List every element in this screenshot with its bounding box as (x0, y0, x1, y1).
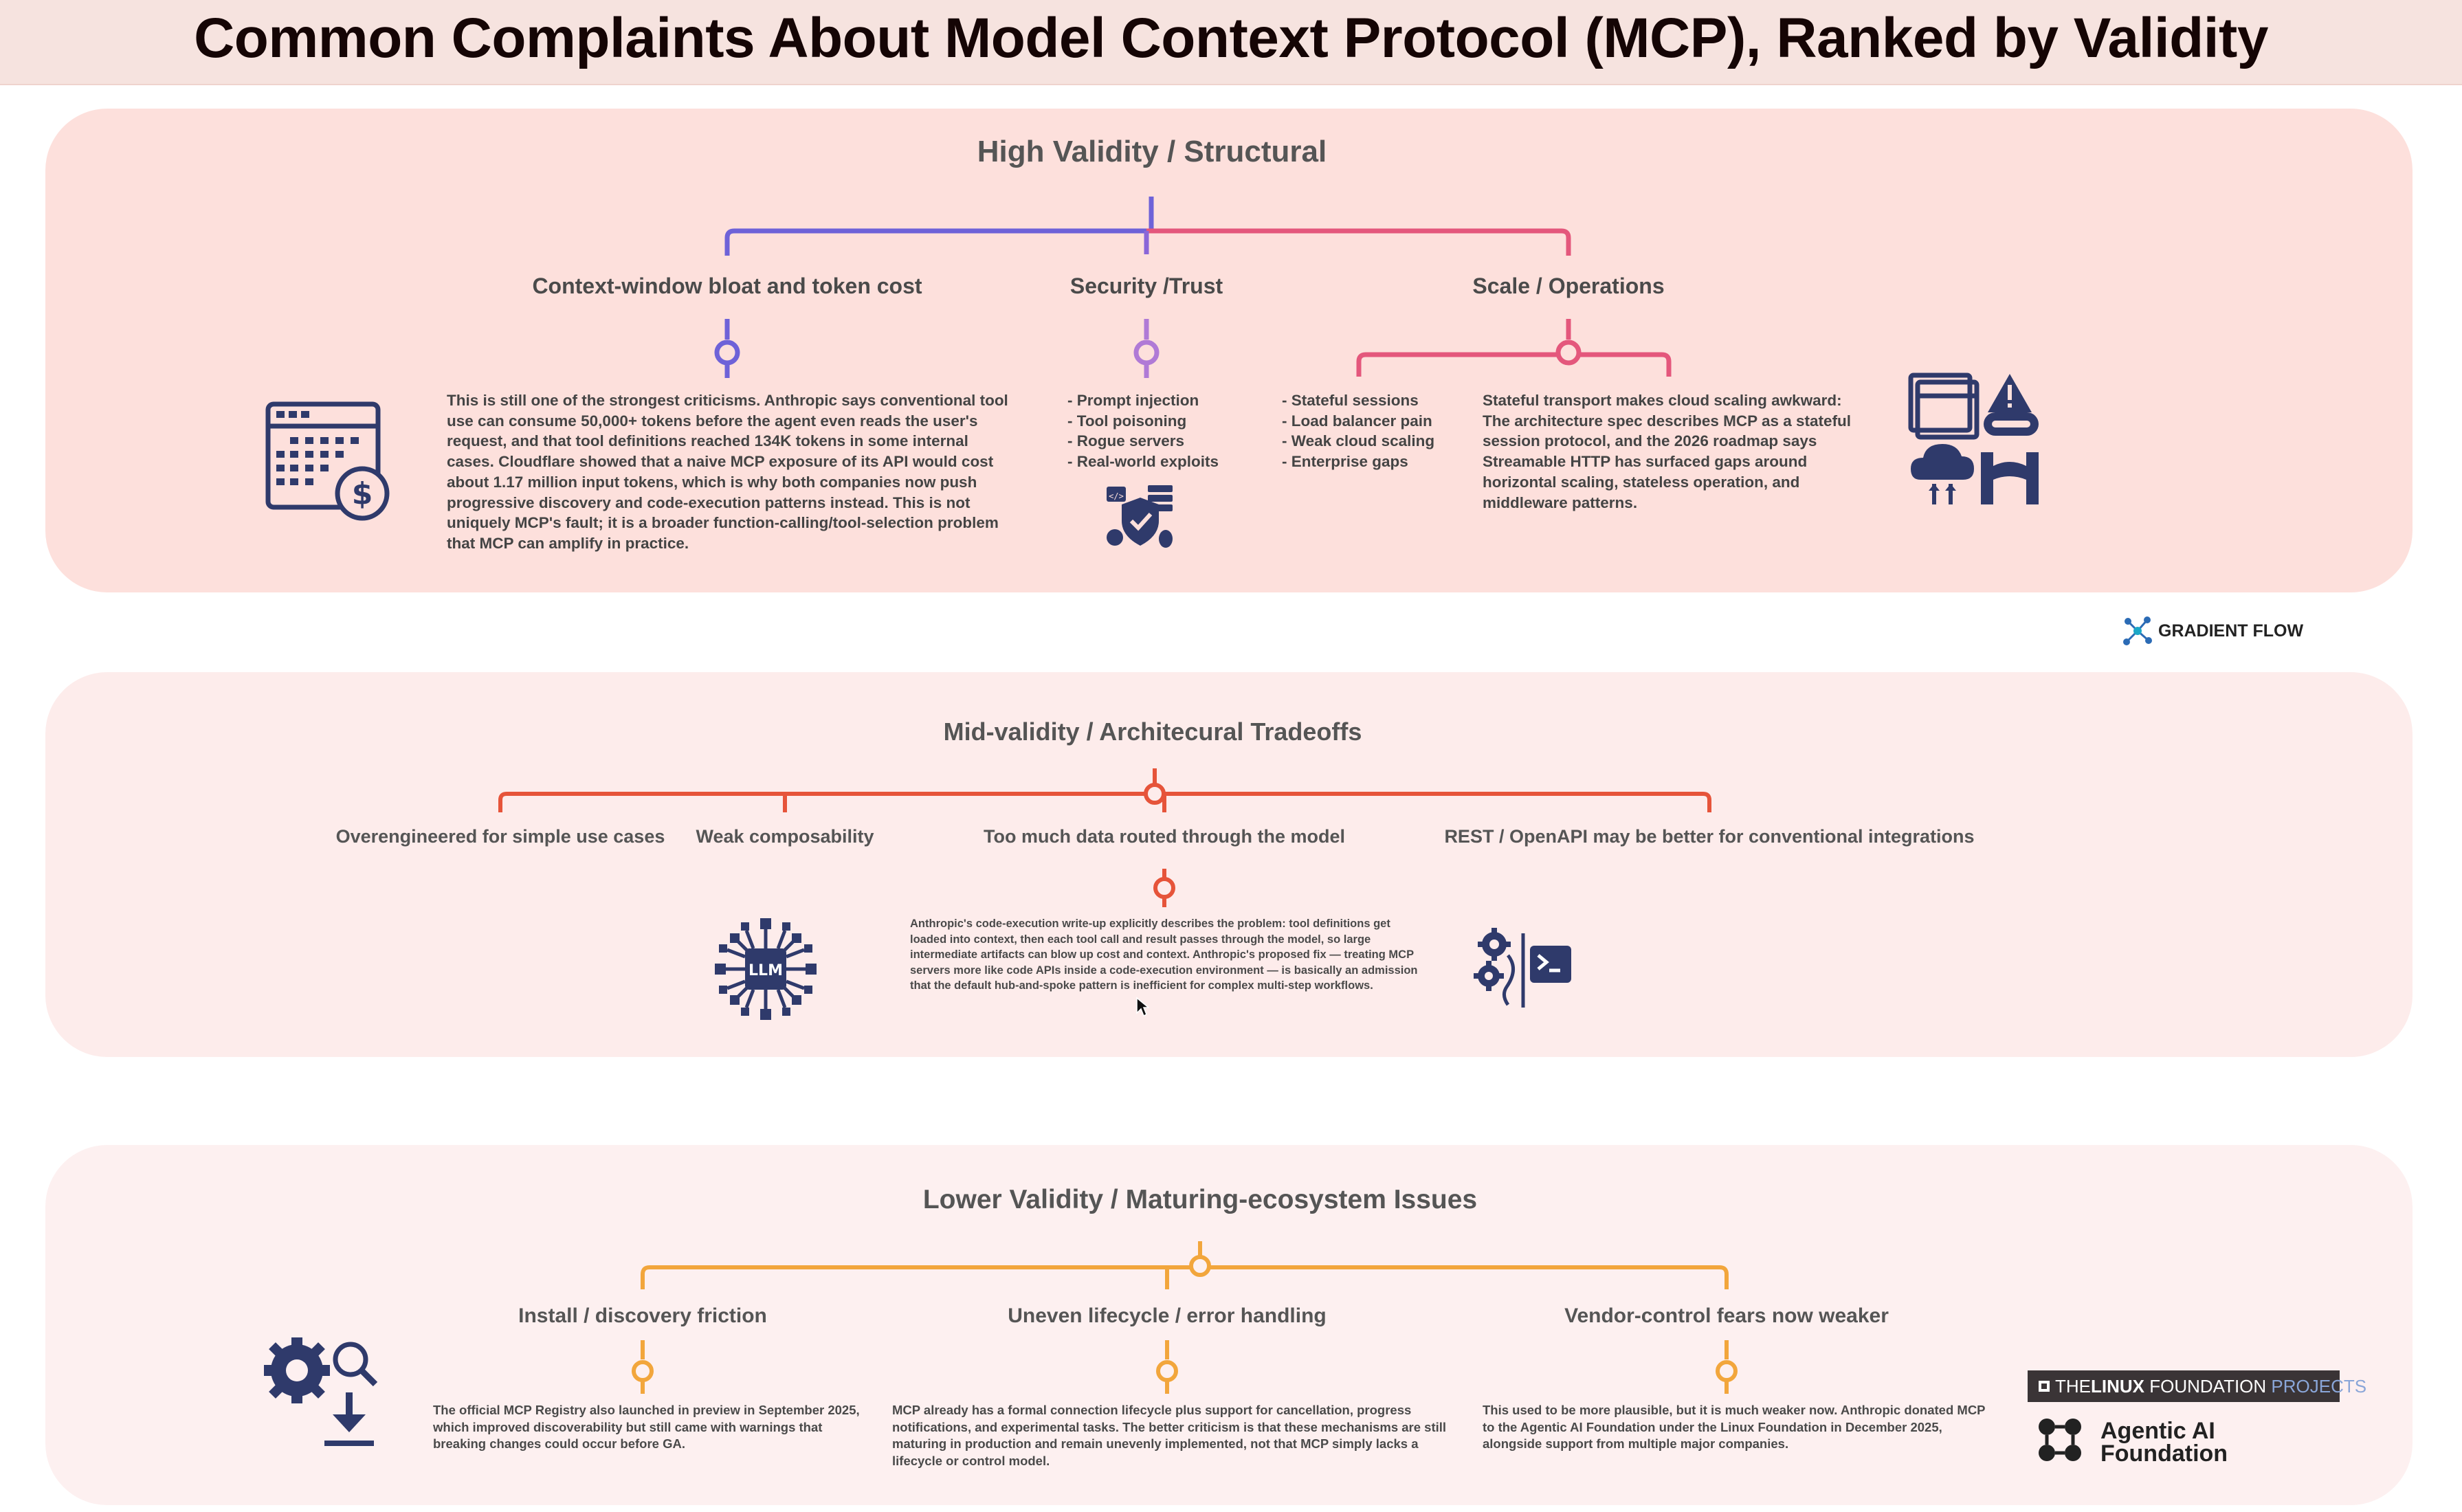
list-item: - Real-world exploits (1067, 453, 1219, 471)
svg-text:</>: </> (1109, 491, 1124, 501)
lf-the: THE (2055, 1376, 2091, 1397)
linux-foundation-mark-icon (2039, 1381, 2050, 1392)
gear-terminal-icon (1474, 928, 1571, 1008)
mid-validity-panel (45, 672, 2413, 1057)
branch-context-window: Context-window bloat and token cost (532, 274, 922, 298)
mid-data-text: Anthropic's code-execution write-up expl… (910, 918, 1418, 992)
scale-list: - Stateful sessions - Load balancer pain… (1282, 390, 1454, 472)
high-validity-panel (45, 109, 2413, 592)
branch-too-much-data: Too much data routed through the model (984, 826, 1345, 847)
calendar-cost-icon: $ (265, 401, 390, 521)
context-window-text: This is still one of the strongest criti… (447, 392, 1008, 552)
title-banner: Common Complaints About Model Context Pr… (0, 0, 2462, 85)
gradient-flow-brand: GRADIENT FLOW (2158, 621, 2304, 641)
list-item: - Tool poisoning (1067, 412, 1187, 430)
mouse-cursor-icon (1136, 997, 1149, 1017)
agentic-line-1: Agentic AI (2100, 1418, 2215, 1444)
branch-rest-openapi: REST / OpenAPI may be better for convent… (1444, 826, 1975, 847)
page-title: Common Complaints About Model Context Pr… (194, 7, 2268, 69)
uneven-lifecycle-text: MCP already has a formal connection life… (892, 1403, 1447, 1468)
install-discovery-text: The official MCP Registry also launched … (433, 1403, 860, 1451)
security-shield-icon: </> (1107, 485, 1173, 548)
agentic-line-2: Foundation (2100, 1441, 2228, 1467)
scale-text: Stateful transport makes cloud scaling a… (1483, 392, 1852, 511)
list-item: - Enterprise gaps (1282, 453, 1408, 471)
branch-weak-composability: Weak composability (696, 826, 874, 847)
list-item: - Load balancer pain (1282, 412, 1432, 430)
gear-search-download-icon (264, 1337, 378, 1446)
svg-text:$: $ (352, 476, 373, 511)
security-list: - Prompt injection - Tool poisoning - Ro… (1067, 390, 1232, 472)
low-validity-title: Lower Validity / Maturing-ecosystem Issu… (922, 1185, 1478, 1214)
agentic-ai-foundation-logo-icon (2039, 1419, 2081, 1461)
list-item: - Weak cloud scaling (1282, 432, 1435, 450)
high-validity-title: High Validity / Structural (977, 135, 1327, 168)
list-item: - Prompt injection (1067, 392, 1199, 409)
lf-linux: LINUX (2091, 1376, 2144, 1397)
branch-overengineered: Overengineered for simple use cases (335, 826, 665, 847)
branch-scale-operations: Scale / Operations (1472, 274, 1665, 298)
agentic-ai-foundation-name: Agentic AI Foundation (2100, 1418, 2228, 1467)
mid-validity-title: Mid-validity / Architecural Tradeoffs (943, 718, 1362, 746)
branch-vendor-control: Vendor-control fears now weaker (1564, 1304, 1889, 1327)
list-item: - Rogue servers (1067, 432, 1185, 450)
branch-security-trust: Security /Trust (1069, 274, 1223, 298)
vendor-control-text: This used to be more plausible, but it i… (1483, 1403, 1986, 1451)
list-item: - Stateful sessions (1282, 392, 1419, 409)
low-validity-panel (45, 1145, 2413, 1505)
llm-label: LLM (748, 962, 783, 979)
llm-chip-icon: LLM (715, 918, 817, 1020)
branch-install-discovery: Install / discovery friction (518, 1304, 767, 1327)
lf-projects: PROJECTS (2271, 1376, 2367, 1397)
linux-foundation-logo: THELINUX FOUNDATION PROJECTS (2028, 1370, 2366, 1402)
branch-uneven-lifecycle: Uneven lifecycle / error handling (1008, 1304, 1327, 1327)
lf-foundation: FOUNDATION (2144, 1376, 2272, 1397)
cloud-ops-icon (1908, 373, 2039, 504)
gradient-flow-logo-icon (2123, 616, 2152, 645)
